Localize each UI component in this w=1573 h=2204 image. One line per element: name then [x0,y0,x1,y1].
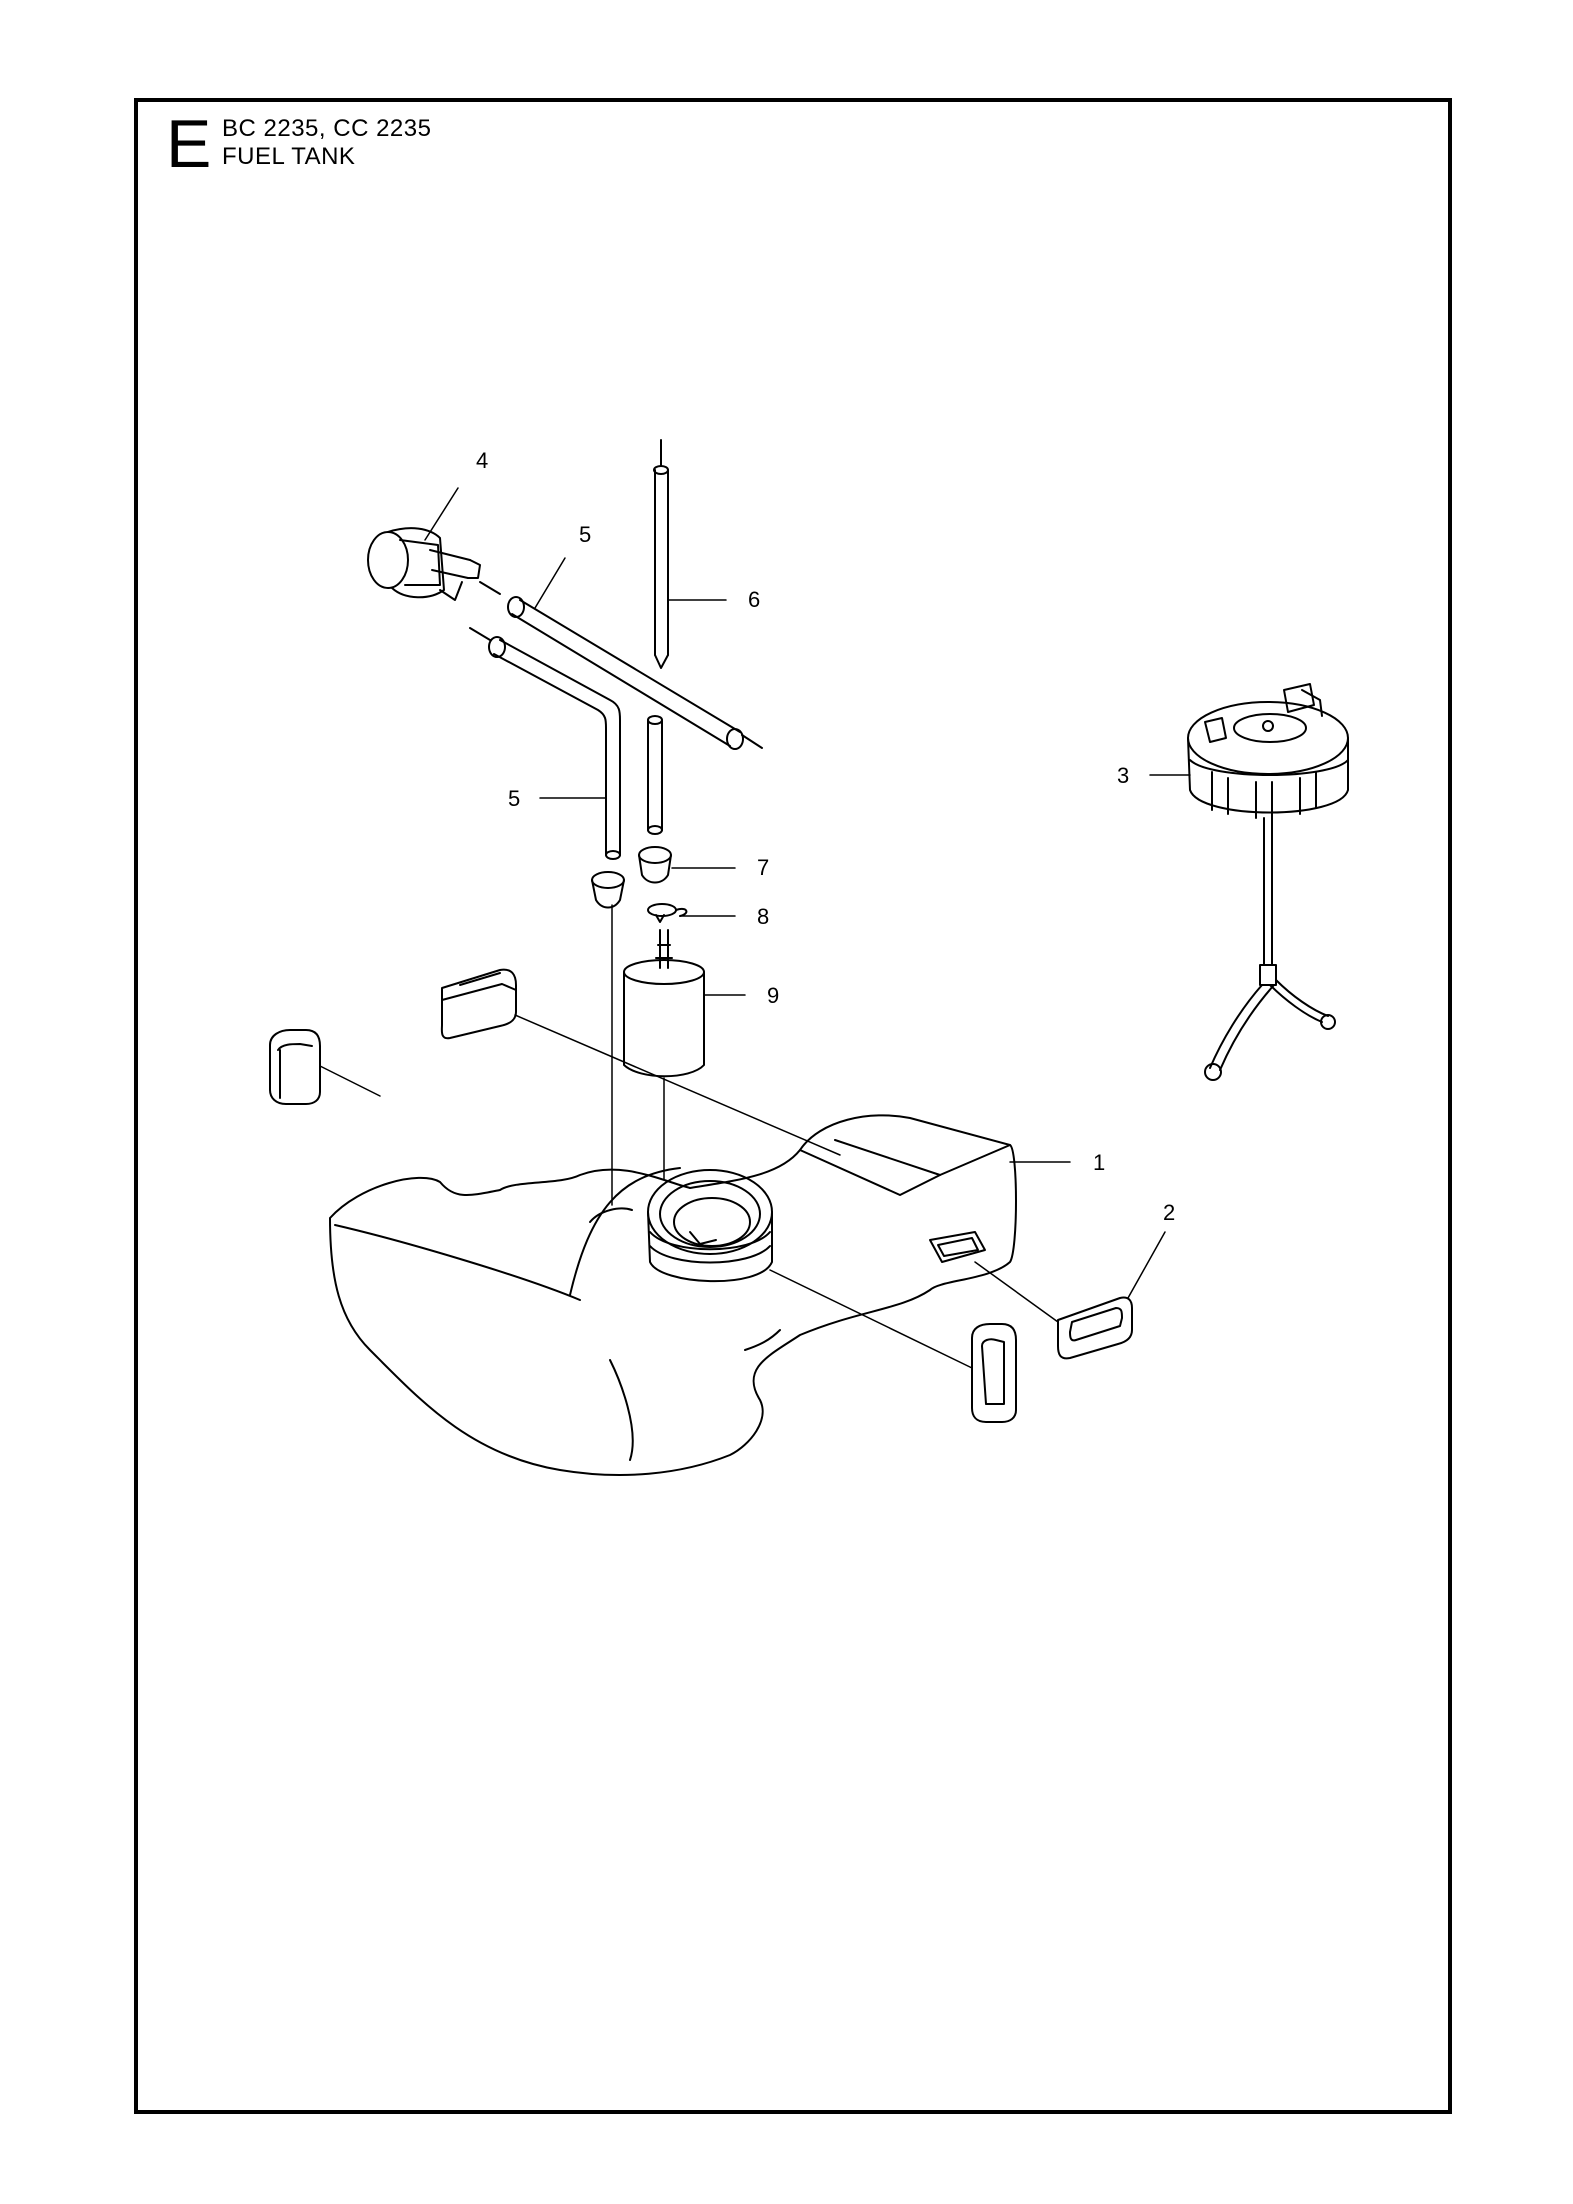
section-letter: E [166,106,212,182]
mounting-pad-top [440,968,517,1040]
fuel-hose-lower [469,627,621,860]
callout-2: 2 [1163,1200,1175,1225]
callout-6: 6 [748,587,760,612]
callout-5-lower: 5 [508,786,520,811]
grommet-part-2 [1057,1296,1133,1360]
fuel-tank-part [329,1114,1017,1476]
fuel-hose-upper [479,581,763,750]
vent-hose-part [647,439,669,835]
primer-valve-part [367,527,481,601]
assembly-lines [319,904,1059,1369]
callout-9: 9 [767,983,779,1008]
hose-clip-part-8 [647,903,688,923]
fuel-filter-part-9 [623,929,705,1078]
hose-grommet-part-7 [591,846,672,909]
grommet-lower [971,1323,1017,1423]
fuel-cap-part [1187,683,1349,1081]
diagram-title: FUEL TANK [222,143,356,170]
callout-5-upper: 5 [579,522,591,547]
mounting-pad-left [269,1029,321,1105]
leader-lines [424,487,1191,1299]
callout-4: 4 [476,448,488,473]
callout-7: 7 [757,855,769,880]
callout-1: 1 [1093,1150,1105,1175]
page-frame [134,98,1452,2114]
model-numbers: BC 2235, CC 2235 [222,115,432,142]
callout-3: 3 [1117,763,1129,788]
callout-8: 8 [757,904,769,929]
